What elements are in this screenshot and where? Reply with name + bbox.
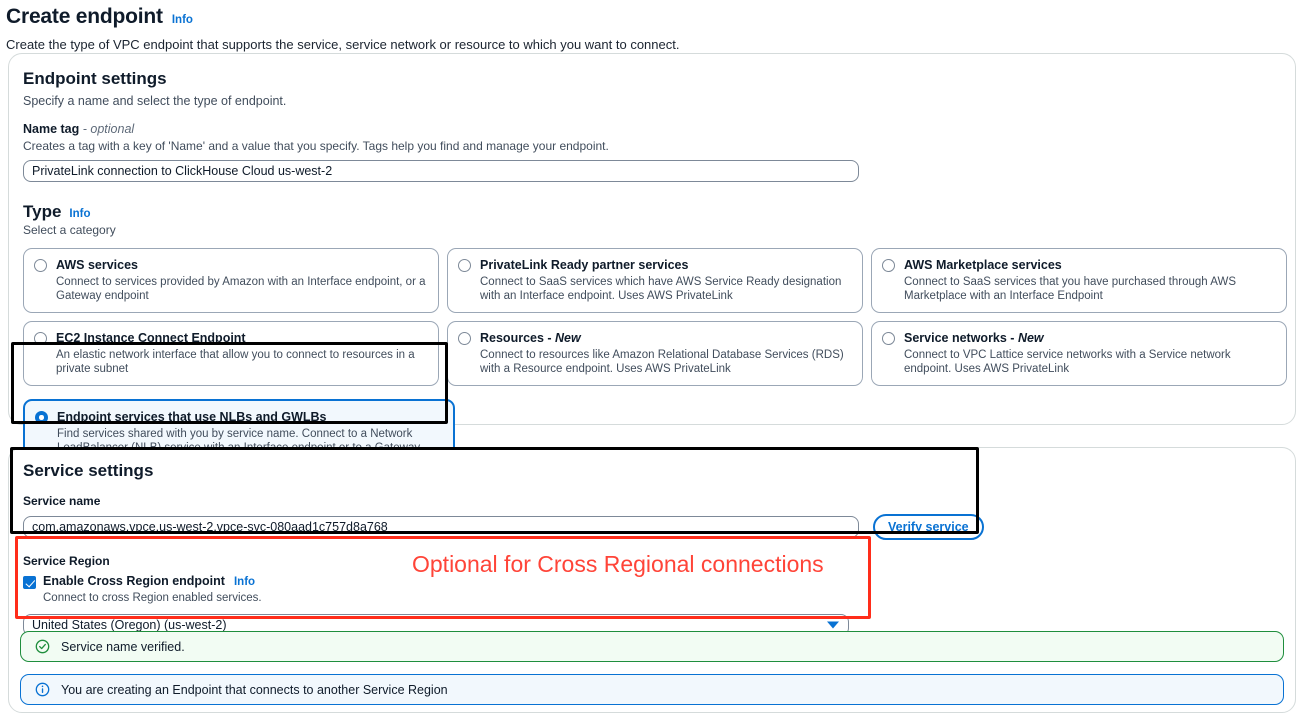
type-option-ec2-instance-connect-endpoint[interactable]: EC2 Instance Connect Endpoint An elastic… [23,321,439,386]
type-option-description: Connect to resources like Amazon Relatio… [480,349,844,375]
radio-icon[interactable] [34,332,47,345]
type-options-grid: AWS services Connect to services provide… [23,248,1287,386]
service-region-block: Service Region Enable Cross Region endpo… [23,554,1281,636]
type-option-body: Resources - New Connect to resources lik… [480,330,852,376]
verify-service-button[interactable]: Verify service [873,514,984,540]
radio-icon[interactable] [458,332,471,345]
endpoint-settings-title: Endpoint settings [23,69,167,88]
type-label: Type [23,202,62,221]
name-tag-label-text: Name tag [23,122,80,136]
service-settings-inner: Service settings Service name Verify ser… [9,448,1295,636]
alert-message: You are creating an Endpoint that connec… [61,682,448,697]
type-heading-row: Type Info [23,202,1281,222]
cross-region-info-link[interactable]: Info [233,576,256,588]
info-circle-icon [35,682,50,697]
name-tag-input[interactable] [23,160,859,182]
type-option-description: Connect to services provided by Amazon w… [56,276,426,302]
type-option-body: AWS Marketplace services Connect to SaaS… [904,257,1276,303]
service-region-select-wrap: United States (Oregon) (us-west-2) [23,614,849,636]
type-option-title: AWS Marketplace services [904,258,1062,272]
endpoint-settings-subtitle: Specify a name and select the type of en… [23,94,287,108]
page-title-row: Create endpoint Info [6,4,1304,30]
header-info-link[interactable]: Info [171,14,193,26]
type-option-body: EC2 Instance Connect Endpoint An elastic… [56,330,428,376]
service-name-row: Verify service [23,514,1281,540]
radio-icon[interactable] [882,332,895,345]
type-info-link[interactable]: Info [69,208,91,220]
enable-cross-region-title-row: Enable Cross Region endpoint Info [43,574,262,589]
type-option-title: PrivateLink Ready partner services [480,258,689,272]
page-description: Create the type of VPC endpoint that sup… [6,37,680,52]
type-option-title: Resources - New [480,331,581,345]
radio-icon[interactable] [882,259,895,272]
type-option-body: PrivateLink Ready partner services Conne… [480,257,852,303]
radio-icon-selected[interactable] [35,411,48,424]
type-option-privatelink-ready-partner-services[interactable]: PrivateLink Ready partner services Conne… [447,248,863,313]
radio-icon[interactable] [34,259,47,272]
type-option-body: AWS services Connect to services provide… [56,257,428,303]
name-tag-optional-suffix: - optional [82,122,135,136]
type-hint: Select a category [23,223,116,237]
checkbox-icon-checked[interactable] [23,576,36,589]
chevron-down-icon[interactable] [827,621,839,629]
type-option-description: Connect to SaaS services that you have p… [904,276,1236,302]
page-header: Create endpoint Info Create the type of … [0,0,1304,53]
alert-message: Service name verified. [61,639,185,654]
service-region-label: Service Region [23,554,110,568]
enable-cross-region-row[interactable]: Enable Cross Region endpoint Info Connec… [23,574,1281,605]
service-name-label: Service name [23,494,101,508]
type-option-title: Service networks - New [904,331,1044,345]
alert-cross-region-endpoint: You are creating an Endpoint that connec… [20,674,1284,705]
type-option-title: Endpoint services that use NLBs and GWLB… [57,410,327,424]
enable-cross-region-text-block: Enable Cross Region endpoint Info Connec… [43,574,262,605]
service-region-select[interactable]: United States (Oregon) (us-west-2) [23,614,849,636]
enable-cross-region-label: Enable Cross Region endpoint [43,574,225,588]
service-name-input[interactable] [23,516,859,538]
type-option-title: AWS services [56,258,138,272]
type-option-resources[interactable]: Resources - New Connect to resources lik… [447,321,863,386]
page-title: Create endpoint [6,5,163,28]
type-option-description: An elastic network interface that allow … [56,349,415,375]
alert-service-name-verified: Service name verified. [20,631,1284,662]
service-region-selected-value: United States (Oregon) (us-west-2) [32,618,227,632]
radio-icon[interactable] [458,259,471,272]
endpoint-settings-inner: Endpoint settings Specify a name and sel… [9,54,1295,386]
name-tag-hint: Creates a tag with a key of 'Name' and a… [23,139,609,153]
type-option-body: Service networks - New Connect to VPC La… [904,330,1276,376]
type-option-service-networks[interactable]: Service networks - New Connect to VPC La… [871,321,1287,386]
annotation-text-optional-cross-region: Optional for Cross Regional connections [412,551,824,577]
endpoint-settings-panel: Endpoint settings Specify a name and sel… [8,53,1296,480]
type-option-description: Connect to VPC Lattice service networks … [904,349,1231,375]
check-circle-icon [35,639,50,654]
type-option-aws-marketplace-services[interactable]: AWS Marketplace services Connect to SaaS… [871,248,1287,313]
enable-cross-region-hint: Connect to cross Region enabled services… [43,592,262,604]
name-tag-label: Name tag - optional [23,122,1281,136]
service-settings-title: Service settings [23,461,154,480]
type-option-description: Connect to SaaS services which have AWS … [480,276,842,302]
type-option-aws-services[interactable]: AWS services Connect to services provide… [23,248,439,313]
type-option-title: EC2 Instance Connect Endpoint [56,331,246,345]
